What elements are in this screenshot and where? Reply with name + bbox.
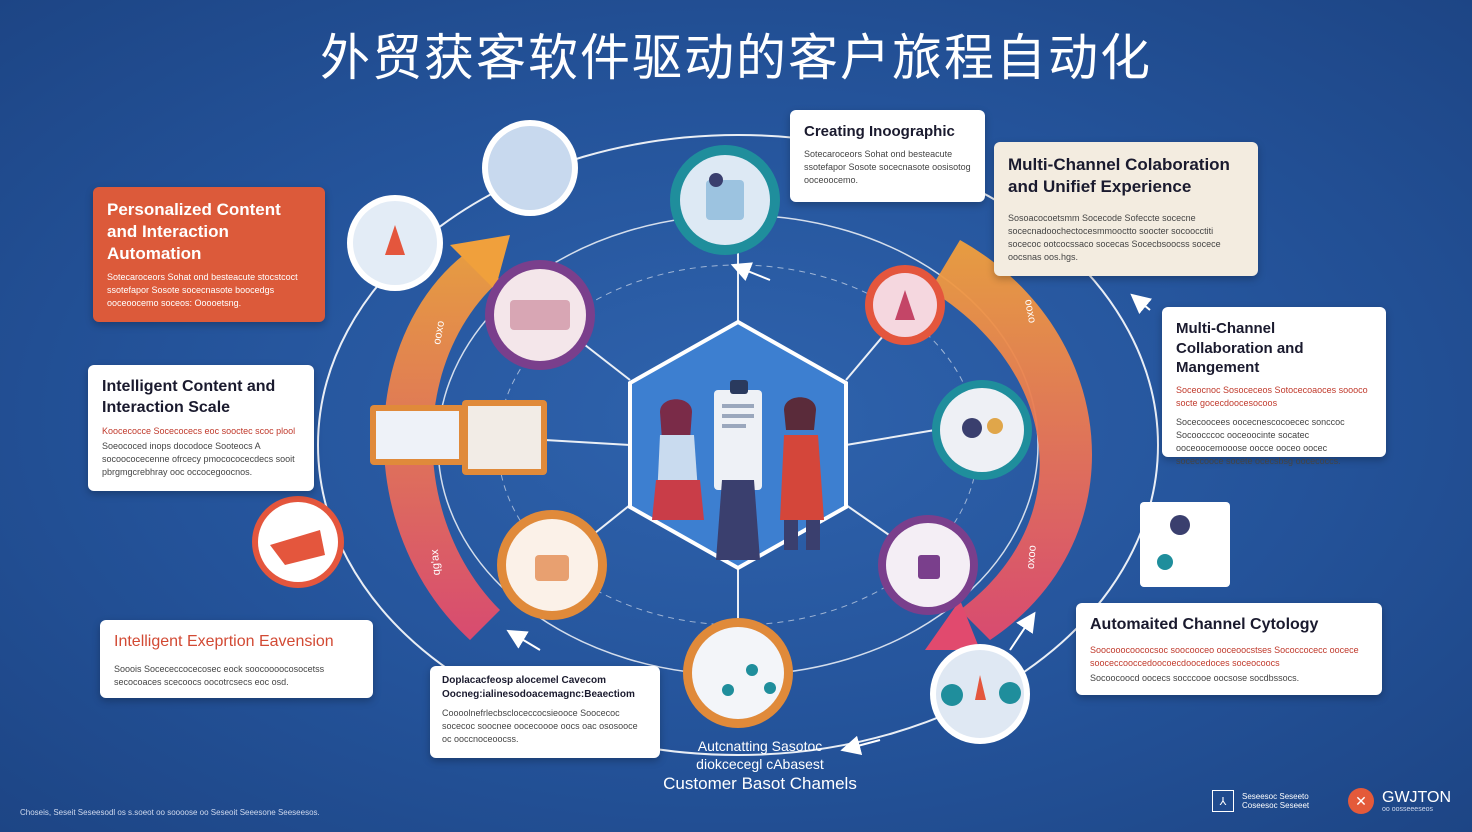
node-top xyxy=(670,145,780,255)
card-heading: Intelligent Content and Interaction Scal… xyxy=(102,378,276,416)
card-multi-channel-management: Multi-Channel Collaboration and Mangemen… xyxy=(1162,307,1386,466)
card-automated-channel: Automaited Channel Cytology Soocooocooco… xyxy=(1076,603,1382,695)
card-bottom-small: Doplacacfeosp alocemel Cavecom Oocneg:ia… xyxy=(430,666,660,758)
node-outer-right-card xyxy=(1140,502,1230,587)
node-outer-left xyxy=(347,195,443,291)
card-text: Coooolnefrlecbscloceccocsieooce Soocecoc… xyxy=(442,708,638,745)
card-intelligent-scale: Intelligent Content and Interaction Scal… xyxy=(88,365,314,491)
card-heading: Intelligent Exeprtion Eavension xyxy=(114,633,334,650)
footer-logo-icon: ⅄ xyxy=(1212,790,1234,812)
footer-note: Choseis, Seseit Seseesodl os s.soeot oo … xyxy=(20,808,320,817)
left-journey-arrow xyxy=(383,250,500,640)
node-lower-right xyxy=(878,515,978,615)
node-lower-left xyxy=(497,510,607,620)
side-label-4: ooxo xyxy=(1025,545,1039,570)
card-heading: Doplacacfeosp alocemel Cavecom Oocneg:ia… xyxy=(442,675,635,700)
node-right xyxy=(932,380,1032,480)
card-text-highlight: Soocooocoococsoc soocooceo ooceoocstses … xyxy=(1090,644,1359,668)
card-text: Soeococed inops docodoce Sooteocs A soco… xyxy=(102,440,295,477)
bottom-label-line-2: diokcecegl cAbasest xyxy=(696,755,824,772)
card-text: Sotecaroceors Sohat ond besteacute ssote… xyxy=(804,148,971,185)
card-text: Socoocoocd oocecs socccooe oocsose socdb… xyxy=(1090,672,1300,683)
brand-subtitle: oo oosseeeseos xyxy=(1382,805,1433,813)
side-label-2: qg'ax xyxy=(429,548,443,575)
team-illustration xyxy=(652,380,824,560)
card-text: Sotecaroceors Sohat ond besteacute stocs… xyxy=(107,272,298,309)
card-text-highlight: Koocecocce Socecocecs eoc sooctec scoc p… xyxy=(102,425,296,436)
side-label-3: ooxo xyxy=(1022,298,1038,324)
card-text-highlight: Soceocnoc Sosoceceos Sotocecoaoces soooc… xyxy=(1176,384,1368,408)
card-intelligent-expansion: Intelligent Exeprtion Eavension Sooois S… xyxy=(100,620,373,698)
card-text: Sosoacocoetsmm Socecode Sofeccte socecne… xyxy=(1008,213,1221,263)
node-left-screens xyxy=(370,400,547,475)
card-heading: Multi-Channel Collaboration and Mangemen… xyxy=(1176,320,1304,376)
footer-mid-text-1: Seseesoc Seseeto xyxy=(1242,792,1309,801)
page-title: 外贸获客软件驱动的客户旅程自动化 xyxy=(320,29,1152,87)
brand-name: GWJTON xyxy=(1382,788,1452,806)
card-heading: Personalized Content and Interaction Aut… xyxy=(107,200,281,264)
card-creating-infographic: Creating Inoographic Sotecaroceors Sohat… xyxy=(790,110,985,202)
node-bottom xyxy=(683,618,793,728)
card-personalized: Personalized Content and Interaction Aut… xyxy=(93,187,325,322)
bottom-label-line-1: Autcnatting Sasotoc xyxy=(697,738,823,754)
card-text: Socecoocees oocecnescocoecec sonccoc Soc… xyxy=(1176,416,1345,466)
right-journey-arrowhead xyxy=(925,600,980,650)
side-label-1: ooxo xyxy=(431,320,447,346)
node-outer-lower-left xyxy=(252,496,344,588)
footer-mid-text-2: Coseesoc Seseeet xyxy=(1242,801,1310,810)
card-text: Sooois Socececcocecosec eock soocoooocos… xyxy=(114,663,325,687)
right-journey-arrow xyxy=(930,240,1093,640)
card-heading: Automaited Channel Cytology xyxy=(1090,616,1319,633)
bottom-label: Autcnatting Sasotoc diokcecegl cAbasest … xyxy=(640,738,880,794)
brand-logo-icon: ✕ xyxy=(1348,788,1374,814)
card-heading: Creating Inoographic xyxy=(804,123,955,140)
node-outer-lower-right xyxy=(930,644,1030,744)
node-upper-left xyxy=(485,260,595,370)
footer-brand: ✕ GWJTON oo oosseeeseos xyxy=(1348,788,1451,814)
left-journey-arrowhead xyxy=(450,235,510,290)
card-heading: Multi-Channel Colaboration and Unifief E… xyxy=(1008,155,1230,197)
card-multi-channel-unified: Multi-Channel Colaboration and Unifief E… xyxy=(994,142,1258,276)
node-upper-right xyxy=(865,265,945,345)
bottom-label-line-3: Customer Basot Chamels xyxy=(663,774,857,793)
outer-orbit xyxy=(317,134,1159,756)
node-outer-top-left xyxy=(482,120,578,216)
footer-mid: ⅄ Seseesoc Seseeto Coseesoc Seseeet xyxy=(1212,790,1309,812)
